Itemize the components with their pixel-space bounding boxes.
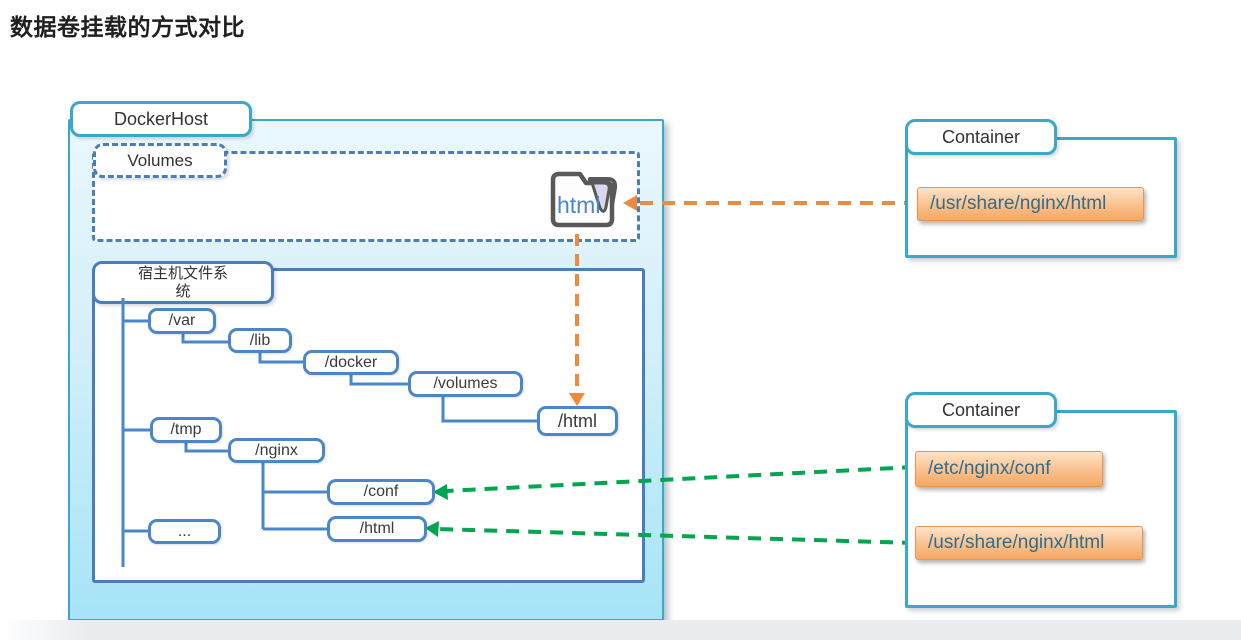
tree-node-volume-html: /html (537, 406, 618, 436)
container-2-label: Container (905, 392, 1057, 428)
tree-node-volumes: /volumes (408, 371, 523, 397)
tree-node-more: ... (148, 519, 221, 544)
tree-node-nginx-html: /html (327, 516, 427, 542)
tree-node-docker: /docker (303, 350, 399, 375)
docker-host-label: DockerHost (70, 101, 252, 137)
host-filesystem-label: 宿主机文件系 统 (92, 261, 274, 304)
tree-node-conf: /conf (327, 479, 435, 505)
container-1-mount-path: /usr/share/nginx/html (917, 187, 1144, 221)
tree-node-var: /var (148, 308, 216, 334)
folder-icon: html (550, 171, 618, 228)
page-title: 数据卷挂载的方式对比 (10, 14, 245, 40)
tree-node-lib: /lib (228, 328, 292, 353)
volumes-label: Volumes (93, 143, 227, 178)
host-filesystem-label-line1: 宿主机文件系 (137, 265, 228, 283)
tree-node-tmp: /tmp (150, 417, 222, 443)
volume-mount-arrow-horizontal (623, 195, 917, 211)
container-1-label: Container (905, 119, 1057, 155)
folder-name-text: html (557, 192, 600, 218)
container-2-mount-path-conf: /etc/nginx/conf (915, 451, 1103, 487)
tree-node-nginx: /nginx (228, 438, 325, 463)
page-bottom-edge (0, 620, 1241, 640)
container-2-box (905, 410, 1177, 608)
host-filesystem-label-line2: 统 (175, 282, 191, 300)
container-2-mount-path-html: /usr/share/nginx/html (915, 526, 1143, 560)
